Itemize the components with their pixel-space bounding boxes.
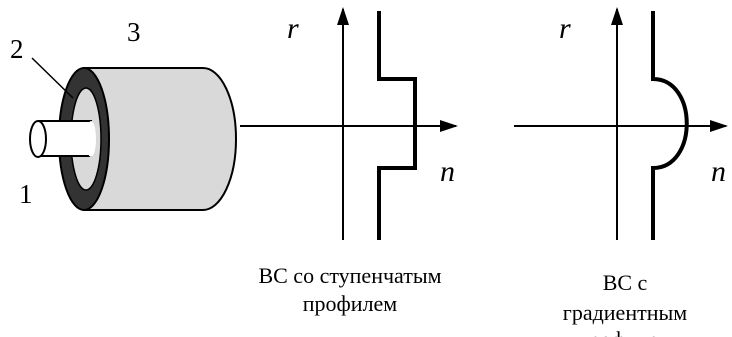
- gradient-axis-r-label: r: [559, 12, 571, 45]
- optical-fiber-illustration: [29, 57, 237, 211]
- gradient-axis-n-label: n: [711, 155, 726, 188]
- step-profile-plot: [240, 7, 458, 240]
- step-profile-curve: [377, 11, 417, 240]
- step-profile-caption-line-1: ВС со ступенчатым: [258, 263, 442, 288]
- core-rod-end: [29, 120, 47, 158]
- label-cladding: 2: [10, 34, 24, 64]
- gradient-profile-caption-line-2: градиентным: [562, 300, 688, 325]
- coating-cylinder-body: [83, 67, 237, 211]
- label-coating: 3: [127, 17, 141, 47]
- step-axis-n-label: n: [440, 155, 455, 188]
- step-profile-caption-line-2: профилем: [302, 291, 398, 316]
- step-axis-r-label: r: [287, 12, 299, 45]
- core-rod-inner-end: [86, 121, 96, 157]
- gradient-profile-caption-line-3: профилем: [540, 329, 710, 337]
- gradient-profile-plot: [514, 7, 728, 240]
- label-core: 1: [19, 179, 33, 209]
- gradient-profile-curve: [651, 11, 689, 240]
- gradient-profile-caption-line-1: ВС с: [602, 270, 648, 295]
- leader-line-cladding: [31, 57, 74, 99]
